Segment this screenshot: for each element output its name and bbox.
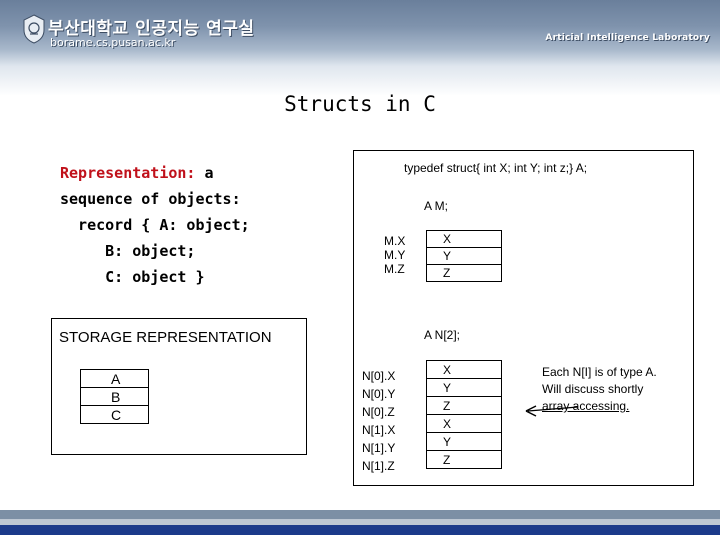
note-line-3: array accessing. [542, 399, 630, 413]
n-cell: Y [427, 433, 501, 451]
struct-diagram-box: typedef struct{ int X; int Y; int z;} A;… [353, 150, 694, 486]
n-field-name: N[1].X [362, 423, 396, 437]
n-field-name: N[0].Y [362, 387, 396, 401]
representation-label: Representation: [60, 164, 196, 182]
representation-line-5: C: object } [60, 268, 205, 286]
m-cells: X Y Z [426, 230, 502, 282]
header-fade [0, 66, 720, 96]
storage-representation-box: STORAGE REPRESENTATION A B C [51, 318, 307, 455]
arrow-icon [525, 405, 579, 417]
m-field-name: M.Y [384, 248, 406, 262]
array-note: Each N[I] is of type A. Will discuss sho… [542, 364, 657, 415]
representation-text: Representation: a sequence of objects: r… [60, 160, 250, 290]
typedef-text: typedef struct{ int X; int Y; int z;} A; [404, 161, 588, 175]
n-cell: Z [427, 451, 501, 469]
storage-cells: A B C [80, 369, 149, 424]
m-field-name: M.X [384, 234, 406, 248]
note-line-1: Each N[I] is of type A. [542, 365, 657, 379]
n-cell: Y [427, 379, 501, 397]
n-cell: X [427, 415, 501, 433]
n-field-name: N[1].Y [362, 441, 396, 455]
m-field-names: M.X M.Y M.Z [384, 234, 405, 276]
footer-bar [0, 510, 720, 519]
n-field-name: N[0].X [362, 369, 396, 383]
storage-cell: B [81, 388, 148, 406]
representation-line-4: B: object; [60, 242, 196, 260]
n-cell: X [427, 361, 501, 379]
university-title: 부산대학교 인공지능 연구실 [48, 19, 255, 39]
footer-bar [0, 519, 720, 525]
slide-title: Structs in C [284, 92, 436, 116]
representation-line-3: record { A: object; [60, 216, 250, 234]
n-field-names: N[0].X N[0].Y N[0].Z N[1].X N[1].Y N[1].… [362, 367, 395, 475]
n-field-name: N[0].Z [362, 405, 395, 419]
m-cell: Z [427, 265, 501, 282]
decl-n-label: A N[2]; [424, 328, 461, 342]
decl-m-label: A M; [424, 199, 449, 213]
storage-title: STORAGE REPRESENTATION [59, 329, 272, 346]
representation-line-1-rest: a [195, 164, 214, 182]
n-cells: X Y Z X Y Z [426, 360, 502, 469]
m-field-name: M.Z [384, 262, 405, 276]
representation-line-2: sequence of objects: [60, 190, 241, 208]
n-field-name: N[1].Z [362, 459, 395, 473]
header-band [0, 0, 720, 66]
m-cell: X [427, 231, 501, 248]
m-cell: Y [427, 248, 501, 265]
university-seal-icon [23, 14, 45, 44]
storage-cell: C [81, 406, 148, 424]
lab-name: Articial Intelligence Laboratory [545, 33, 710, 43]
representation-line-1: Representation: a [60, 160, 250, 186]
note-line-2: Will discuss shortly [542, 382, 644, 396]
university-url[interactable]: borame.cs.pusan.ac.kr [50, 36, 176, 49]
n-cell: Z [427, 397, 501, 415]
storage-cell: A [81, 370, 148, 388]
footer-bar [0, 525, 720, 535]
